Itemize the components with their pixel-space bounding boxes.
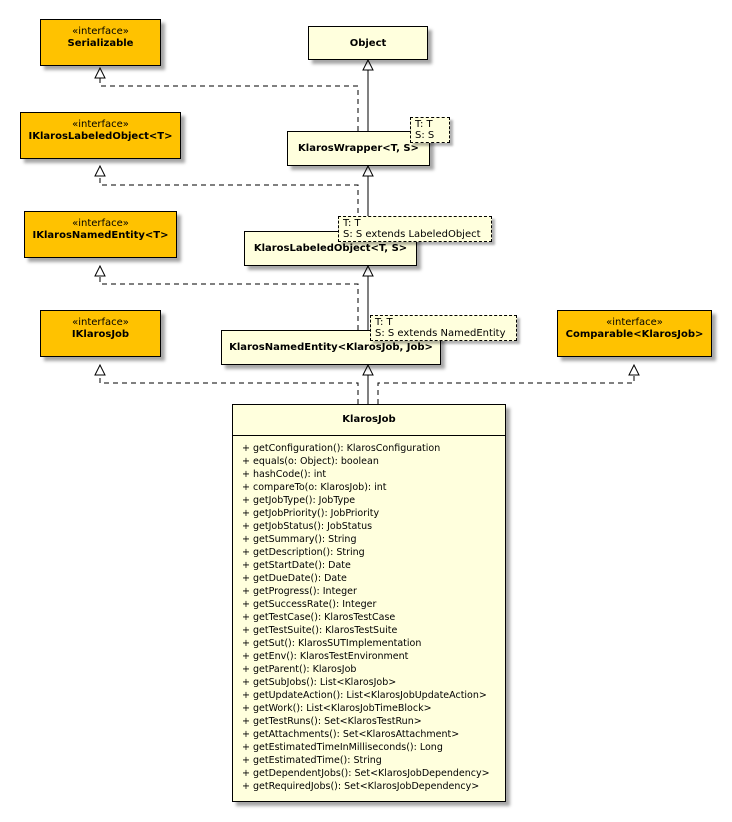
stereotype-label: «interface»	[606, 317, 663, 328]
operation-item: + getEstimatedTimeInMilliseconds(): Long	[242, 742, 443, 753]
klarosjob-implements-ijob-line	[100, 365, 359, 404]
class-name: KlarosLabeledObject<T, S>	[253, 243, 408, 254]
stereotype-label: «interface»	[72, 26, 129, 37]
interface-name: Comparable<KlarosJob>	[565, 329, 704, 340]
operation-item: + getTestRuns(): Set<KlarosTestRun>	[242, 716, 422, 727]
operation-item: + getUpdateAction(): List<KlarosJobUpdat…	[242, 690, 487, 701]
operation-item: + getProgress(): Integer	[242, 586, 357, 597]
operation-item: + getDueDate(): Date	[242, 573, 347, 584]
interface-name: Serializable	[67, 38, 134, 49]
klarosnamedentity-class[interactable]: KlarosNamedEntity<KlarosJob, Job>	[221, 330, 441, 365]
operation-item: + getTestSuite(): KlarosTestSuite	[242, 625, 398, 636]
type-param-t: T: T	[415, 119, 433, 130]
class-name: KlarosNamedEntity<KlarosJob, Job>	[229, 342, 433, 353]
comparable-interface[interactable]: «interface» Comparable<KlarosJob>	[557, 310, 712, 357]
operation-item: + getParent(): KlarosJob	[242, 664, 357, 675]
operation-item: + getSuccessRate(): Integer	[242, 599, 377, 610]
type-param-s: S: S	[415, 130, 435, 141]
operation-item: + hashCode(): int	[242, 469, 327, 480]
class-name: KlarosJob	[233, 405, 505, 436]
operation-item: + getJobStatus(): JobStatus	[242, 521, 373, 532]
iklarosjob-interface[interactable]: «interface» IKlarosJob	[40, 310, 161, 357]
operation-item: + getSubJobs(): List<KlarosJob>	[242, 677, 397, 688]
klaroswrapper-class[interactable]: KlarosWrapper<T, S>	[287, 131, 430, 166]
operation-item: + getJobType(): JobType	[242, 495, 356, 506]
operation-item: + getJobPriority(): JobPriority	[242, 508, 380, 519]
operation-item: + getDependentJobs(): Set<KlarosJobDepen…	[242, 768, 490, 779]
stereotype-label: «interface»	[72, 218, 129, 229]
operation-item: + getEstimatedTime(): String	[242, 755, 382, 766]
class-name: KlarosWrapper<T, S>	[298, 143, 419, 154]
iklaroslabeledobject-interface[interactable]: «interface» IKlarosLabeledObject<T>	[20, 112, 181, 159]
serializable-interface[interactable]: «interface» Serializable	[40, 19, 161, 66]
labeled-implements-ilabeled-line	[100, 166, 359, 231]
labeled-type-parameters: T: T S: S extends LabeledObject	[338, 216, 492, 242]
operation-item: + getAttachments(): Set<KlarosAttachment…	[242, 729, 460, 740]
operation-item: + compareTo(o: KlarosJob): int	[242, 482, 387, 493]
type-param-t: T: T	[343, 218, 361, 229]
iklarosnamedentity-interface[interactable]: «interface» IKlarosNamedEntity<T>	[24, 211, 177, 258]
operation-item: + getEnv(): KlarosTestEnvironment	[242, 651, 409, 662]
type-param-t: T: T	[375, 317, 393, 328]
object-class[interactable]: Object	[308, 26, 428, 60]
named-type-parameters: T: T S: S extends NamedEntity	[370, 315, 517, 341]
operation-item: + equals(o: Object): boolean	[242, 456, 379, 467]
klarosjob-class[interactable]: KlarosJob + getConfiguration(): KlarosCo…	[232, 404, 506, 802]
interface-name: IKlarosJob	[71, 329, 130, 340]
operation-item: + getRequiredJobs(): Set<KlarosJobDepend…	[242, 781, 480, 792]
named-implements-inamed-line	[100, 266, 359, 330]
stereotype-label: «interface»	[72, 119, 129, 130]
klarosjob-implements-comparable-line	[377, 365, 634, 404]
operation-item: + getSut(): KlarosSUTImplementation	[242, 638, 422, 649]
operation-item: + getStartDate(): Date	[242, 560, 351, 571]
operation-item: + getConfiguration(): KlarosConfiguratio…	[242, 443, 441, 454]
interface-name: IKlarosNamedEntity<T>	[32, 230, 169, 241]
wrapper-implements-serializable-line	[100, 68, 359, 131]
type-param-s: S: S extends NamedEntity	[375, 328, 506, 339]
operation-item: + getDescription(): String	[242, 547, 365, 558]
type-param-s: S: S extends LabeledObject	[343, 229, 481, 240]
operation-item: + getWork(): List<KlarosJobTimeBlock>	[242, 703, 432, 714]
operations-list: + getConfiguration(): KlarosConfiguratio…	[233, 436, 505, 793]
wrapper-type-parameters: T: T S: S	[410, 117, 450, 143]
interface-name: IKlarosLabeledObject<T>	[28, 131, 173, 142]
operation-item: + getSummary(): String	[242, 534, 357, 545]
stereotype-label: «interface»	[72, 317, 129, 328]
class-name: Object	[349, 37, 387, 49]
operation-item: + getTestCase(): KlarosTestCase	[242, 612, 396, 623]
